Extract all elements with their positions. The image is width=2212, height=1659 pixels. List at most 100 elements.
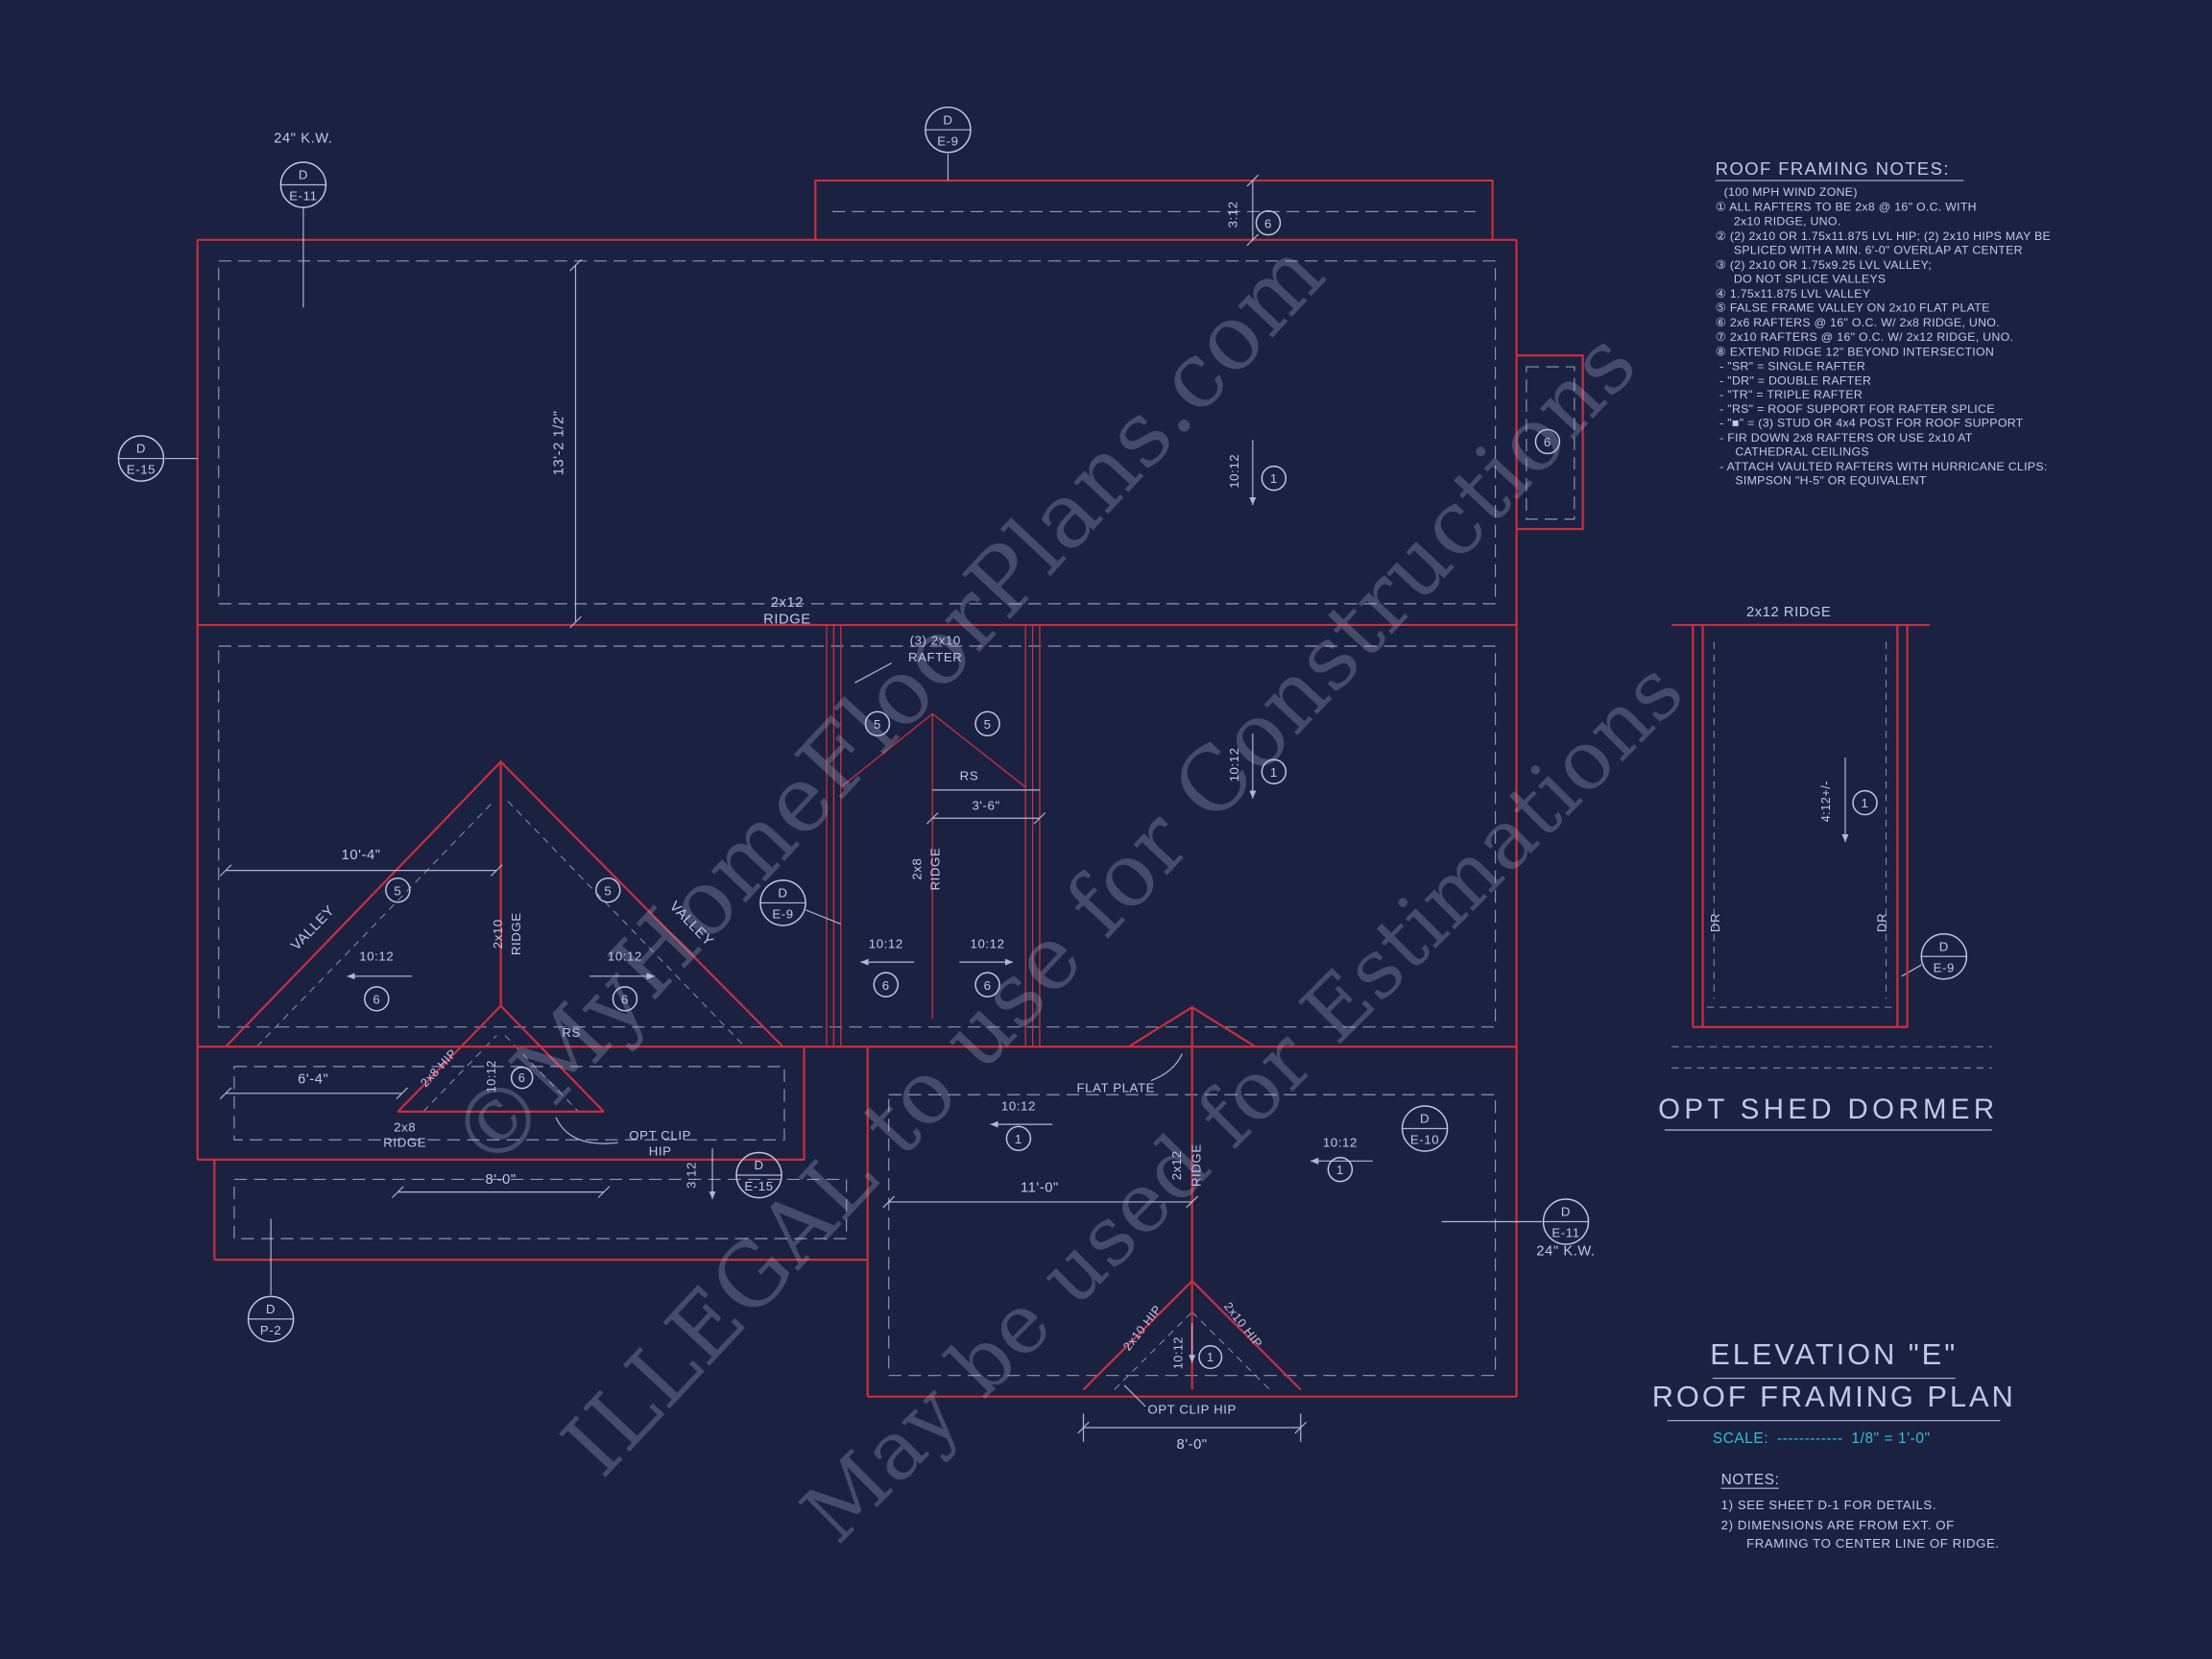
- svg-text:6: 6: [1264, 216, 1272, 230]
- svg-text:D: D: [1561, 1205, 1571, 1219]
- slope-label-dormer-left: 10:12: [869, 936, 903, 950]
- opt-shed-dormer-panel: 2x12 RIDGE DR DR 4:12+/- OPT SHED DORMER: [1658, 605, 1994, 1131]
- svg-text:5: 5: [394, 883, 401, 898]
- svg-text:1: 1: [1270, 765, 1278, 780]
- svg-text:⑥ 2x6 RAFTERS @ 16" O.C. W/ 2x: ⑥ 2x6 RAFTERS @ 16" O.C. W/ 2x8 RIDGE, U…: [1716, 316, 2000, 329]
- callout-e11-right: D E-11: [1542, 1198, 1590, 1245]
- ridge-2x12-vert-b: RIDGE: [1189, 1143, 1203, 1187]
- hip-2x10-label-right: 2x10 HIP: [1221, 1300, 1265, 1351]
- svg-text:6: 6: [882, 978, 890, 993]
- slope-label-bottom-left: 3:12: [684, 1162, 698, 1189]
- dashed-roof-overhangs: [218, 210, 1575, 1390]
- callout-p2: D P-2: [247, 1295, 295, 1343]
- sheet-note-1: 1) SEE SHEET D-1 FOR DETAILS.: [1721, 1498, 1936, 1512]
- opt-clip-hip-bottom-label: OPT CLIP HIP: [1147, 1402, 1237, 1416]
- ref-1-bottom-left: 1: [1005, 1125, 1032, 1152]
- svg-text:D: D: [299, 168, 308, 182]
- svg-text:SIMPSON "H-5" OR EQUIVALENT: SIMPSON "H-5" OR EQUIVALENT: [1735, 474, 1927, 488]
- svg-text:- "DR" = DOUBLE RAFTER: - "DR" = DOUBLE RAFTER: [1719, 373, 1871, 387]
- slope-label-small-tri: 10:12: [485, 1060, 498, 1093]
- callout-e9-shed: D E-9: [1901, 933, 1968, 980]
- svg-text:6: 6: [984, 978, 992, 993]
- dim-8-0-bottom-label: 8'-0": [1177, 1437, 1208, 1453]
- ridge-2x8-vert-b: RIDGE: [928, 848, 943, 891]
- watermark-line-1: ©MyHomeFloorPlans.com: [431, 221, 1345, 1190]
- detail-callouts: D E-11 D E-9 D E-15 D E-9 D E-15 D E-10: [117, 106, 1968, 1343]
- roof-outline-red: [196, 179, 1584, 1398]
- watermark: ©MyHomeFloorPlans.com ILLEGAL to use for…: [431, 221, 1702, 1561]
- svg-text:E-9: E-9: [772, 907, 793, 922]
- reference-bubbles: 6 6 1 1 5 5 5 5 6 6 6 6 6 1 1 1 1: [364, 209, 1878, 1370]
- svg-text:1: 1: [1336, 1163, 1344, 1177]
- title-block: ELEVATION "E" ROOF FRAMING PLAN SCALE:--…: [1652, 1337, 2013, 1551]
- svg-text:⑤ FALSE FRAME VALLEY ON 2x10 F: ⑤ FALSE FRAME VALLEY ON 2x10 FLAT PLATE: [1716, 301, 1990, 315]
- svg-text:D: D: [266, 1302, 276, 1316]
- svg-text:1: 1: [1207, 1351, 1214, 1364]
- svg-text:D: D: [136, 442, 146, 456]
- svg-text:1: 1: [1015, 1132, 1022, 1146]
- ref-5-tri-right: 5: [595, 877, 621, 903]
- svg-text:- "■" = (3) STUD OR 4x4 POST: - "■" = (3) STUD OR 4x4 POST FOR ROOF SU…: [1719, 416, 2023, 429]
- opt-clip-hip-left-a: OPT CLIP: [629, 1128, 691, 1142]
- svg-text:5: 5: [874, 717, 881, 732]
- ref-6-right-bump: 6: [1534, 428, 1561, 455]
- svg-text:5: 5: [604, 883, 612, 898]
- ref-1-bottom-right: 1: [1327, 1156, 1354, 1183]
- slope-label-dormer-right: 10:12: [971, 936, 1005, 950]
- svg-text:1: 1: [1862, 796, 1869, 810]
- rs-label-center: RS: [960, 769, 979, 783]
- ridge-2x12-vert-a: 2x12: [1169, 1150, 1184, 1180]
- svg-text:6: 6: [373, 992, 380, 1006]
- svg-text:- ATTACH VAULTED RAFTERS WITH: - ATTACH VAULTED RAFTERS WITH HURRICANE …: [1719, 460, 2047, 473]
- knee-wall-label-right: 24" K.W.: [1536, 1244, 1595, 1260]
- roof-framing-notes: ROOF FRAMING NOTES: (100 MPH WIND ZONE) …: [1715, 158, 2051, 488]
- svg-text:④ 1.75x11.875 LVL VALLEY: ④ 1.75x11.875 LVL VALLEY: [1716, 287, 1871, 301]
- svg-text:- "RS" = ROOF SUPPORT FOR RAF: - "RS" = ROOF SUPPORT FOR RAFTER SPLICE: [1719, 402, 1995, 416]
- svg-text:⑦ 2x10 RAFTERS @ 16" O.C. W/ 2: ⑦ 2x10 RAFTERS @ 16" O.C. W/ 2x12 RIDGE,…: [1716, 330, 2013, 344]
- dim-10-4-label: 10'-4": [342, 848, 381, 863]
- svg-text:E-9: E-9: [1934, 960, 1955, 974]
- svg-text:6: 6: [1544, 435, 1551, 449]
- ref-1-shed-dormer: 1: [1852, 789, 1878, 816]
- slope-arrows: [347, 440, 1373, 1363]
- slope-label-bottom-mid-right: 10:12: [1323, 1136, 1358, 1150]
- hip-2x10-label-left: 2x10 HIP: [1120, 1303, 1165, 1354]
- shed-ridge-label: 2x12 RIDGE: [1746, 605, 1831, 620]
- callout-e15-left: D E-15: [117, 435, 165, 482]
- svg-text:① ALL RAFTERS TO BE 2x8 @ 16": ① ALL RAFTERS TO BE 2x8 @ 16" O.C. WITH: [1716, 201, 1977, 214]
- svg-text:③ (2) 2x10 OR 1.75x9.25 LVL VA: ③ (2) 2x10 OR 1.75x9.25 LVL VALLEY;: [1716, 258, 1932, 272]
- slope-label-tri-right: 10:12: [608, 950, 642, 964]
- ref-6-top-dormer: 6: [1255, 209, 1282, 236]
- svg-text:DO NOT SPLICE VALLEYS: DO NOT SPLICE VALLEYS: [1734, 273, 1887, 286]
- svg-text:SPLICED WITH A MIN. 6'-0" OVER: SPLICED WITH A MIN. 6'-0" OVERLAP AT CEN…: [1734, 243, 2023, 256]
- ref-6-dormer-left: 6: [873, 972, 899, 998]
- dim-11-0-label: 11'-0": [1021, 1181, 1059, 1196]
- svg-text:E-10: E-10: [1410, 1133, 1439, 1147]
- svg-text:CATHEDRAL CEILINGS: CATHEDRAL CEILINGS: [1735, 445, 1869, 459]
- ref-1-right-lower: 1: [1261, 758, 1287, 784]
- flat-plate-label: FLAT PLATE: [1077, 1080, 1156, 1094]
- ridge-2x8-vert-a: 2x8: [910, 858, 925, 880]
- leader-lines: [164, 154, 1543, 1407]
- svg-text:D: D: [943, 112, 952, 127]
- svg-text:E-11: E-11: [1551, 1226, 1579, 1240]
- svg-text:E-15: E-15: [127, 463, 156, 477]
- knee-wall-label-top: 24" K.W.: [274, 131, 332, 146]
- notes-title: ROOF FRAMING NOTES:: [1716, 158, 1950, 179]
- svg-text:1: 1: [1270, 471, 1278, 486]
- ridge-2x8-small-a: 2x8: [394, 1119, 416, 1134]
- opt-clip-hip-left-b: HIP: [649, 1143, 672, 1158]
- callout-e9-top: D E-9: [925, 106, 972, 154]
- callout-e10: D E-10: [1401, 1105, 1449, 1152]
- sheet-note-2: 2) DIMENSIONS ARE FROM EXT. OF: [1721, 1518, 1955, 1532]
- ref-6-dormer-right: 6: [974, 972, 1000, 998]
- callout-e9-center: D E-9: [759, 879, 806, 926]
- svg-text:6: 6: [621, 992, 629, 1006]
- ridge-2x12-label-b: RIDGE: [763, 612, 810, 627]
- slope-label-bottom-mid-left: 10:12: [1001, 1098, 1036, 1113]
- ridge-2x12-label-a: 2x12: [771, 595, 804, 611]
- hip-2x8-label: 2x8 HIP: [418, 1046, 459, 1090]
- dim-3-6-label: 3'-6": [972, 798, 999, 812]
